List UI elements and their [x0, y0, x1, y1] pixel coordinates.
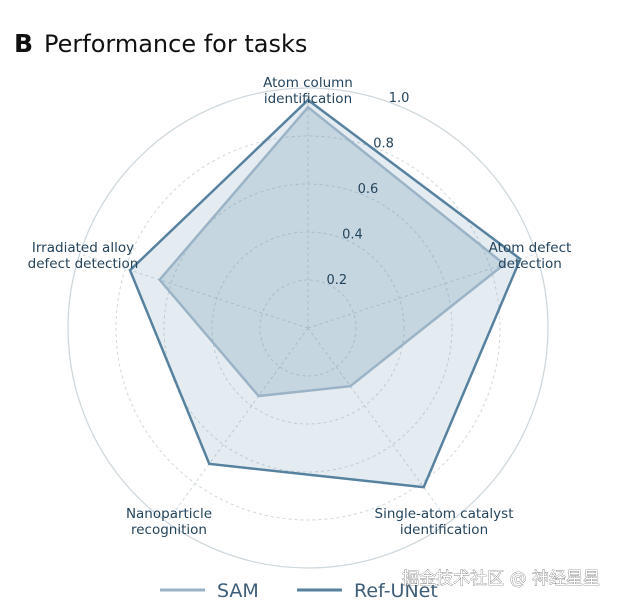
series-polygon-0	[157, 105, 507, 398]
radar-series	[128, 98, 522, 489]
r-tick-label-3: 0.8	[373, 137, 394, 152]
legend-label-0: SAM	[217, 580, 259, 602]
axis-line-3	[166, 327, 309, 523]
grid-ring-4	[67, 87, 549, 569]
grid-ring-3	[115, 135, 501, 521]
axis-line-2	[307, 327, 450, 523]
axis-line-1	[307, 253, 537, 329]
axis-label-2-line-0: Single-atom catalyst	[375, 506, 514, 522]
legend: SAM Ref-UNet	[160, 580, 438, 602]
r-tick-label-4: 1.0	[389, 91, 410, 106]
chart-title: Performance for tasks	[44, 30, 307, 58]
axis-label-1-line-0: Atom defect	[489, 240, 572, 256]
axis-label-0-line-0: Atom column	[263, 75, 353, 91]
axis-label-2-line-1: identification	[400, 522, 488, 538]
panel-letter: B	[14, 29, 33, 58]
r-tick-label-2: 0.6	[358, 182, 379, 197]
axis-label-3-line-0: Nanoparticle	[126, 506, 212, 522]
radar-grid	[67, 87, 549, 569]
axis-line-4	[79, 253, 309, 329]
r-tick-label-0: 0.2	[327, 273, 348, 288]
grid-ring-0	[259, 279, 357, 377]
series-polygon-1	[128, 98, 522, 489]
legend-label-1: Ref-UNet	[354, 580, 438, 602]
axis-label-1-line-1: detection	[498, 256, 562, 272]
axis-label-4-line-1: defect detection	[28, 256, 139, 272]
watermark-text: 掘金技术社区 @ 神经星星	[402, 569, 600, 589]
axis-label-3-line-1: recognition	[131, 522, 207, 538]
r-tick-label-1: 0.4	[342, 227, 363, 242]
axis-label-0-line-1: identification	[264, 91, 352, 107]
axis-label-4-line-0: Irradiated alloy	[32, 240, 134, 256]
